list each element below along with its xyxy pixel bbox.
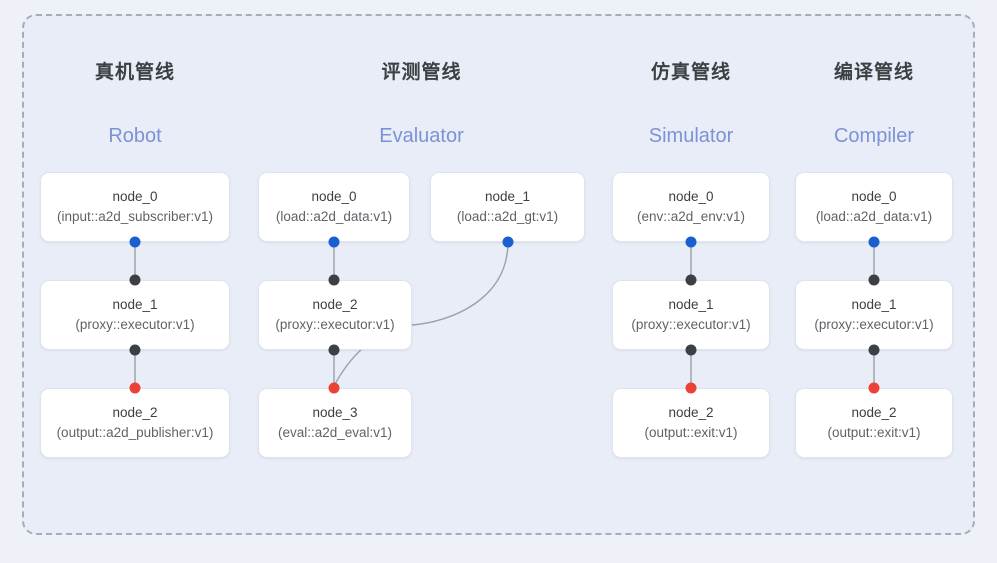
node-label-type: (eval::a2d_eval:v1) <box>277 425 393 440</box>
column-evaluator: 评测管线 Evaluator <box>258 0 585 563</box>
node-label-name: node_0 <box>311 189 357 204</box>
port-dot-robot-node-1-in[interactable] <box>129 274 141 286</box>
node-label-name: node_1 <box>484 189 531 204</box>
node-label-name: node_0 <box>851 189 897 204</box>
port-dot-sim-node-2-in[interactable] <box>685 382 697 394</box>
node-label-name: node_2 <box>112 405 158 420</box>
node-label-type: (load::a2d_data:v1) <box>275 209 393 224</box>
port-dot-sim-node-1-out[interactable] <box>685 344 697 356</box>
column-title-simulator: 仿真管线 <box>650 62 731 83</box>
column-compiler: 编译管线 Compiler <box>795 0 953 563</box>
node-label-name: node_3 <box>312 405 358 420</box>
port-dot-robot-node-2-in[interactable] <box>129 382 141 394</box>
column-title-compiler: 编译管线 <box>833 62 914 83</box>
node-eval-node-1[interactable]: node_1 (load::a2d_gt:v1) <box>430 172 585 242</box>
port-dot-sim-node-0-out[interactable] <box>685 236 697 248</box>
node-sim-node-1[interactable]: node_1 (proxy::executor:v1) <box>612 280 770 350</box>
node-label-type: (output::exit:v1) <box>644 425 738 440</box>
node-label-name: node_2 <box>851 405 897 420</box>
port-dot-robot-node-0-out[interactable] <box>129 236 141 248</box>
node-comp-node-2[interactable]: node_2 (output::exit:v1) <box>795 388 953 458</box>
node-eval-node-3[interactable]: node_3 (eval::a2d_eval:v1) <box>258 388 412 458</box>
node-label-name: node_0 <box>668 189 714 204</box>
node-label-type: (proxy::executor:v1) <box>631 317 751 332</box>
port-dot-eval-node-3-in[interactable] <box>328 382 340 394</box>
node-label-type: (proxy::executor:v1) <box>814 317 934 332</box>
node-label-name: node_1 <box>851 297 897 312</box>
column-simulator: 仿真管线 Simulator <box>612 0 770 563</box>
node-label-name: node_1 <box>668 297 714 312</box>
node-sim-node-2[interactable]: node_2 (output::exit:v1) <box>612 388 770 458</box>
node-label-type: (env::a2d_env:v1) <box>636 209 746 224</box>
port-dot-eval-node-1-out[interactable] <box>502 236 514 248</box>
port-dot-robot-node-1-out[interactable] <box>129 344 141 356</box>
node-label-name: node_2 <box>668 405 714 420</box>
column-subtitle-compiler: Compiler <box>833 125 915 147</box>
port-dot-eval-node-0-out[interactable] <box>328 236 340 248</box>
node-label-name: node_0 <box>112 189 158 204</box>
node-label-name: node_2 <box>312 297 358 312</box>
port-dot-comp-node-2-in[interactable] <box>868 382 880 394</box>
port-dot-comp-node-1-out[interactable] <box>868 344 880 356</box>
port-dot-eval-node-2-in[interactable] <box>328 274 340 286</box>
node-robot-node-0[interactable]: node_0 (input::a2d_subscriber:v1) <box>40 172 230 242</box>
node-label-type: (input::a2d_subscriber:v1) <box>56 209 214 224</box>
node-eval-node-0[interactable]: node_0 (load::a2d_data:v1) <box>258 172 410 242</box>
node-comp-node-1[interactable]: node_1 (proxy::executor:v1) <box>795 280 953 350</box>
node-label-type: (proxy::executor:v1) <box>275 317 395 332</box>
node-eval-node-2[interactable]: node_2 (proxy::executor:v1) <box>258 280 412 350</box>
port-dot-comp-node-0-out[interactable] <box>868 236 880 248</box>
node-robot-node-1[interactable]: node_1 (proxy::executor:v1) <box>40 280 230 350</box>
column-subtitle-robot: Robot <box>108 125 162 147</box>
column-title-robot: 真机管线 <box>94 62 175 83</box>
node-sim-node-0[interactable]: node_0 (env::a2d_env:v1) <box>612 172 770 242</box>
node-robot-node-2[interactable]: node_2 (output::a2d_publisher:v1) <box>40 388 230 458</box>
port-dot-eval-node-2-out[interactable] <box>328 344 340 356</box>
column-robot: 真机管线 Robot <box>40 0 230 563</box>
column-subtitle-evaluator: Evaluator <box>379 125 464 147</box>
port-dot-sim-node-1-in[interactable] <box>685 274 697 286</box>
column-subtitle-simulator: Simulator <box>648 125 734 147</box>
node-label-name: node_1 <box>112 297 158 312</box>
column-title-evaluator: 评测管线 <box>381 62 462 83</box>
port-dot-comp-node-1-in[interactable] <box>868 274 880 286</box>
node-label-type: (output::a2d_publisher:v1) <box>56 425 214 440</box>
node-label-type: (proxy::executor:v1) <box>75 317 195 332</box>
node-label-type: (load::a2d_gt:v1) <box>456 209 559 224</box>
node-label-type: (load::a2d_data:v1) <box>815 209 933 224</box>
node-comp-node-0[interactable]: node_0 (load::a2d_data:v1) <box>795 172 953 242</box>
node-label-type: (output::exit:v1) <box>827 425 921 440</box>
